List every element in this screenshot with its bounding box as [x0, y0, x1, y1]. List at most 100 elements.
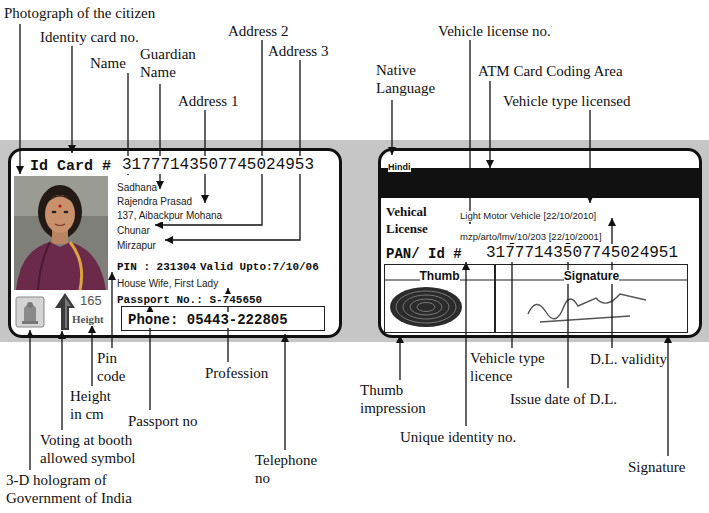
text-slot: Address 2: [228, 22, 288, 41]
leader-lines: [61, 331, 62, 430]
callout-label: Name: [90, 55, 126, 73]
text-slot: Thumb impression: [360, 382, 432, 417]
card-text: mzp/arto/lmv/10/203 [22/10/2001]: [460, 232, 602, 243]
callout-label: Passport no: [128, 413, 198, 431]
text-slot: Issue date of D.L.: [510, 390, 617, 409]
citizen-photo: [70, 242, 82, 290]
text-slot: Guardian Name: [140, 46, 215, 81]
leader-lines: [469, 40, 470, 224]
callout-label: Thumb impression: [360, 382, 432, 417]
text-slot: Thumb: [385, 266, 494, 284]
thumb-impression: [396, 291, 456, 323]
leader-lines: [71, 46, 72, 153]
text-slot: Signature: [496, 266, 687, 284]
card-text: Mirzapur: [117, 240, 156, 252]
callout-label: Issue date of D.L.: [510, 391, 617, 409]
card-text: Height: [72, 313, 104, 326]
callout-label: Address 1: [178, 93, 238, 111]
card-face: [378, 148, 702, 338]
voting-arrow-symbol: [65, 297, 71, 328]
citizen-photo: [14, 176, 108, 290]
text-slot: House Wife, First Lady: [117, 273, 218, 291]
text-slot: Valid Upto:7/10/06: [200, 256, 319, 274]
citizen-photo: [64, 211, 69, 214]
text-slot: Mirzapur: [117, 235, 156, 253]
citizen-photo: [38, 185, 82, 239]
card-text: House Wife, First Lady: [117, 278, 218, 290]
text-slot: 137, Aibackpur Mohana: [117, 205, 222, 223]
thumb-box: Thumb: [384, 264, 495, 333]
callout-label: ATM Card Coding Area: [478, 63, 623, 81]
text-slot: Unique identity no.: [400, 428, 516, 447]
text-slot: Height: [72, 309, 104, 327]
text-slot: 31777143507745024953: [122, 155, 314, 174]
text-slot: Hindi: [388, 156, 411, 174]
text-slot: Voting at booth allowed symbol: [40, 432, 150, 467]
hologram-emblem: [22, 321, 38, 324]
card-text: Passport No.: S-745650: [117, 294, 262, 307]
text-slot: Vehicle license no.: [438, 22, 551, 41]
leader-lines: [29, 330, 30, 470]
text-slot: Identity card no.: [40, 28, 139, 47]
id-card-back: HindiVehical LicenseLight Motor Vehicle …: [378, 148, 702, 338]
text-slot: Light Motor Vehicle [22/10/2010]: [460, 205, 596, 223]
grey-ground: [0, 140, 709, 342]
card-text: 165: [80, 294, 102, 309]
text-slot: Id Card #: [30, 156, 111, 175]
card-text: Id Card #: [30, 158, 111, 175]
text-slot: Phone: 05443-222805: [128, 310, 288, 328]
text-slot: Signature: [628, 458, 686, 477]
leader-lines: [489, 81, 490, 168]
citizen-photo: [45, 195, 75, 233]
callout-label: Native Language: [376, 62, 456, 97]
citizen-photo: [55, 224, 65, 226]
leader-lines: [399, 335, 400, 380]
card-text: Chunar: [117, 225, 150, 237]
card-text: Rajendra Prasad: [117, 196, 192, 208]
text-slot: ATM Card Coding Area: [478, 62, 623, 81]
text-slot: Photograph of the citizen: [4, 4, 155, 23]
callout-label: Vehicle license no.: [438, 23, 551, 41]
text-slot: Chunar: [117, 220, 150, 238]
thumb-impression: [410, 299, 442, 315]
citizen-photo: [58, 204, 61, 207]
callout-label: Photograph of the citizen: [4, 5, 155, 23]
callout-label: Address 2: [228, 23, 288, 41]
callout-label: D.L. validity: [590, 351, 667, 369]
leader-lines: [667, 335, 668, 456]
text-slot: Passport no: [128, 412, 198, 431]
citizen-photo: [52, 211, 57, 214]
callout-label: Guardian Name: [140, 46, 215, 81]
hologram-emblem: [16, 297, 44, 327]
text-slot: Vehicle type licensed: [503, 92, 630, 111]
text-slot: Address 1: [178, 92, 238, 111]
text-slot: 31777143507745024951: [486, 243, 678, 262]
thumb-impression: [403, 295, 449, 319]
thumb-impression: [417, 303, 435, 312]
text-slot: Address 3: [268, 42, 328, 61]
signature-ink: [528, 294, 646, 322]
text-slot: D.L. validity: [590, 350, 667, 369]
text-slot: Vehicle type licence: [470, 350, 555, 385]
text-slot: mzp/arto/lmv/10/203 [22/10/2001]: [460, 226, 602, 244]
leader-lines: [589, 110, 590, 203]
card-text: PAN/ Id #: [386, 246, 462, 262]
callout-label: Profession: [205, 365, 268, 383]
citizen-photo: [38, 242, 50, 290]
card-text: 31777143507745024953: [122, 156, 314, 174]
card-text: Sadhana: [117, 182, 157, 194]
id-card-front: Id Card # 31777143507745024953SadhanaRaje…: [8, 148, 342, 338]
card-text: Light Motor Vehicle [22/10/2010]: [460, 211, 596, 222]
phone-box: Phone: 05443-222805: [121, 306, 325, 331]
signature-box: Signature: [495, 264, 688, 333]
hologram-emblem: [16, 297, 44, 327]
text-slot: 3-D hologram of Government of India: [6, 472, 141, 507]
callout-label: Signature: [628, 459, 686, 477]
thumb-impression: [390, 287, 462, 327]
callout-label: Address 3: [268, 43, 328, 61]
card-face: [8, 148, 342, 338]
text-slot: Pin code: [97, 350, 132, 385]
text-slot: Sadhana: [117, 177, 157, 195]
card-text: PIN : 231304: [117, 261, 196, 274]
